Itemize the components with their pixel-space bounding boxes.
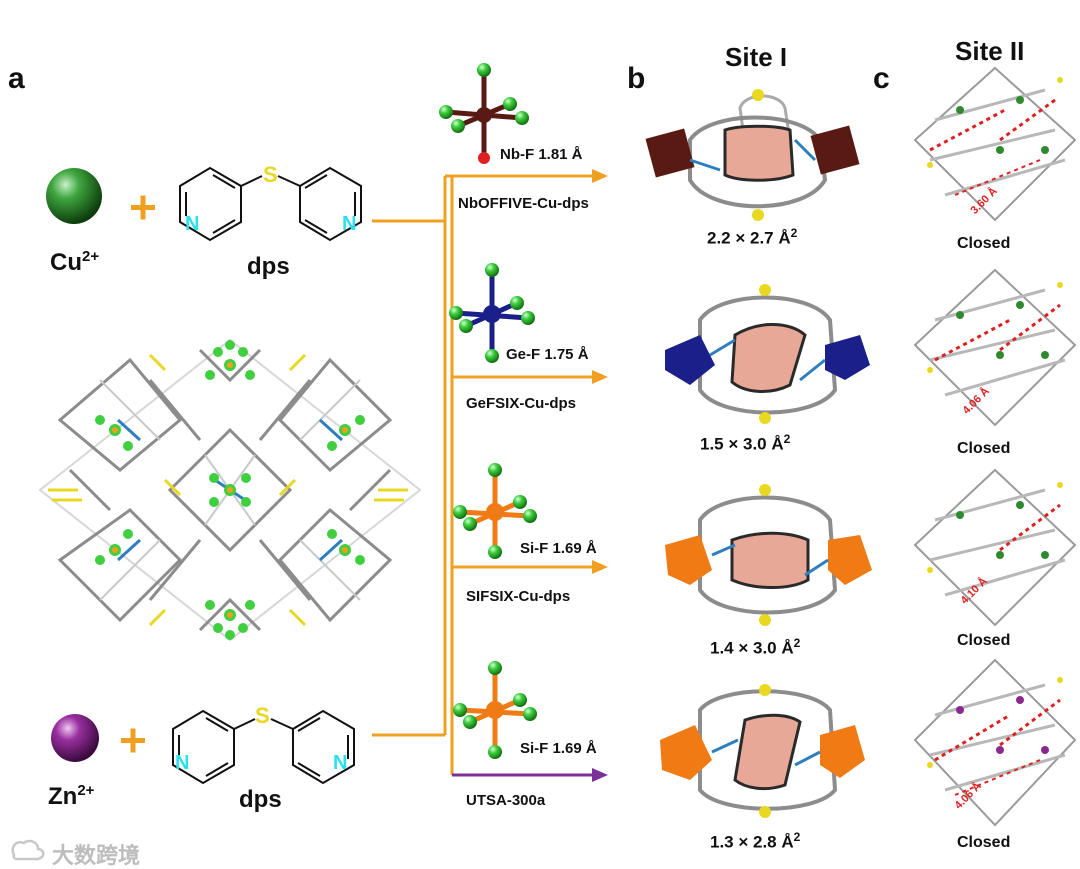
- site-i-window-model-1: [645, 89, 860, 221]
- window-size-1-value: 2.2 × 2.7 Å: [707, 228, 791, 248]
- scheme-connectors: [372, 176, 454, 775]
- window-size-4: 1.3 × 2.8 Å2: [710, 830, 800, 853]
- bond-label-ge-f: Ge-F 1.75 Å: [506, 346, 589, 363]
- site-i-window-model-3: [665, 484, 872, 626]
- cu-ion-charge: 2+: [82, 248, 100, 265]
- framework-name-sifsix: SIFSIX-Cu-dps: [466, 588, 571, 605]
- plus-sign-zn: [121, 728, 145, 753]
- site-ii-lattice-4: [913, 658, 1077, 827]
- zn-ion-symbol: Zn: [48, 783, 78, 810]
- zn-ion-sphere: [51, 714, 99, 762]
- closed-label-2: Closed: [957, 440, 1011, 457]
- site-i-title: Site I: [725, 42, 788, 72]
- arrow-gefsix: [452, 370, 608, 384]
- window-size-1: 2.2 × 2.7 Å2: [707, 226, 797, 249]
- framework-name-nboffive: NbOFFIVE-Cu-dps: [458, 195, 589, 212]
- panel-letter-a: a: [8, 62, 25, 95]
- window-size-3-exp: 2: [793, 636, 801, 650]
- window-size-2: 1.5 × 3.0 Å2: [700, 432, 790, 455]
- window-size-3: 1.4 × 3.0 Å2: [710, 636, 800, 659]
- dps-molecule-zn: [172, 709, 355, 785]
- bond-label-si-f-1: Si-F 1.69 Å: [520, 540, 597, 557]
- nitrogen-atom-cu-right: N: [342, 213, 357, 235]
- nitrogen-atom-zn-right: N: [333, 752, 348, 774]
- gefsix-anion-model: [449, 263, 535, 363]
- site-i-window-model-4: [660, 684, 865, 818]
- site-ii-title: Site II: [955, 36, 1025, 66]
- arrow-nboffive: [445, 169, 608, 183]
- cu-ion-symbol: Cu: [50, 249, 82, 276]
- window-size-4-value: 1.3 × 2.8 Å: [710, 832, 794, 852]
- nboffive-anion-model: [439, 63, 529, 164]
- dps-molecule-cu: [179, 166, 362, 242]
- arrow-utsa300a: [452, 768, 608, 782]
- window-size-2-exp: 2: [783, 432, 791, 446]
- plus-sign-cu: [131, 195, 155, 220]
- nitrogen-atom-zn-left: N: [175, 752, 190, 774]
- closed-label-4: Closed: [957, 834, 1011, 851]
- bond-label-nb-f: Nb-F 1.81 Å: [500, 146, 583, 163]
- cu-ion-sphere: [46, 168, 102, 224]
- dps-label-zn: dps: [239, 786, 282, 813]
- nitrogen-atom-cu-left: N: [185, 213, 200, 235]
- window-size-1-exp: 2: [790, 226, 798, 240]
- window-size-2-value: 1.5 × 3.0 Å: [700, 434, 784, 454]
- watermark-logo-icon: [8, 837, 48, 863]
- zn-ion-label: Zn2+: [48, 782, 94, 811]
- window-size-3-value: 1.4 × 3.0 Å: [710, 638, 794, 658]
- site-i-window-model-2: [665, 284, 870, 424]
- framework-name-utsa300a: UTSA-300a: [466, 792, 546, 809]
- bond-label-si-f-2: Si-F 1.69 Å: [520, 740, 597, 757]
- site-ii-lattice-1: [913, 66, 1077, 222]
- sifsix-anion-model: [453, 463, 537, 559]
- site-ii-lattice-2: [913, 268, 1077, 427]
- cu-ion-label: Cu2+: [50, 248, 99, 277]
- sulfur-atom-cu: S: [263, 162, 278, 187]
- watermark-text: 大数跨境: [52, 843, 141, 868]
- panel-letter-b: b: [627, 62, 646, 95]
- dps-label-cu: dps: [247, 253, 290, 280]
- arrow-sifsix: [452, 560, 608, 574]
- utsa300a-anion-model: [453, 661, 537, 759]
- sulfur-atom-zn: S: [255, 703, 270, 728]
- closed-label-1: Closed: [957, 235, 1011, 252]
- framework-name-gefsix: GeFSIX-Cu-dps: [466, 395, 577, 412]
- window-size-4-exp: 2: [793, 830, 801, 844]
- panel-letter-c: c: [873, 62, 890, 95]
- closed-label-3: Closed: [957, 632, 1011, 649]
- site-ii-lattice-3: [913, 468, 1077, 627]
- zn-ion-charge: 2+: [77, 782, 95, 799]
- framework-crystal-structure: [38, 338, 422, 642]
